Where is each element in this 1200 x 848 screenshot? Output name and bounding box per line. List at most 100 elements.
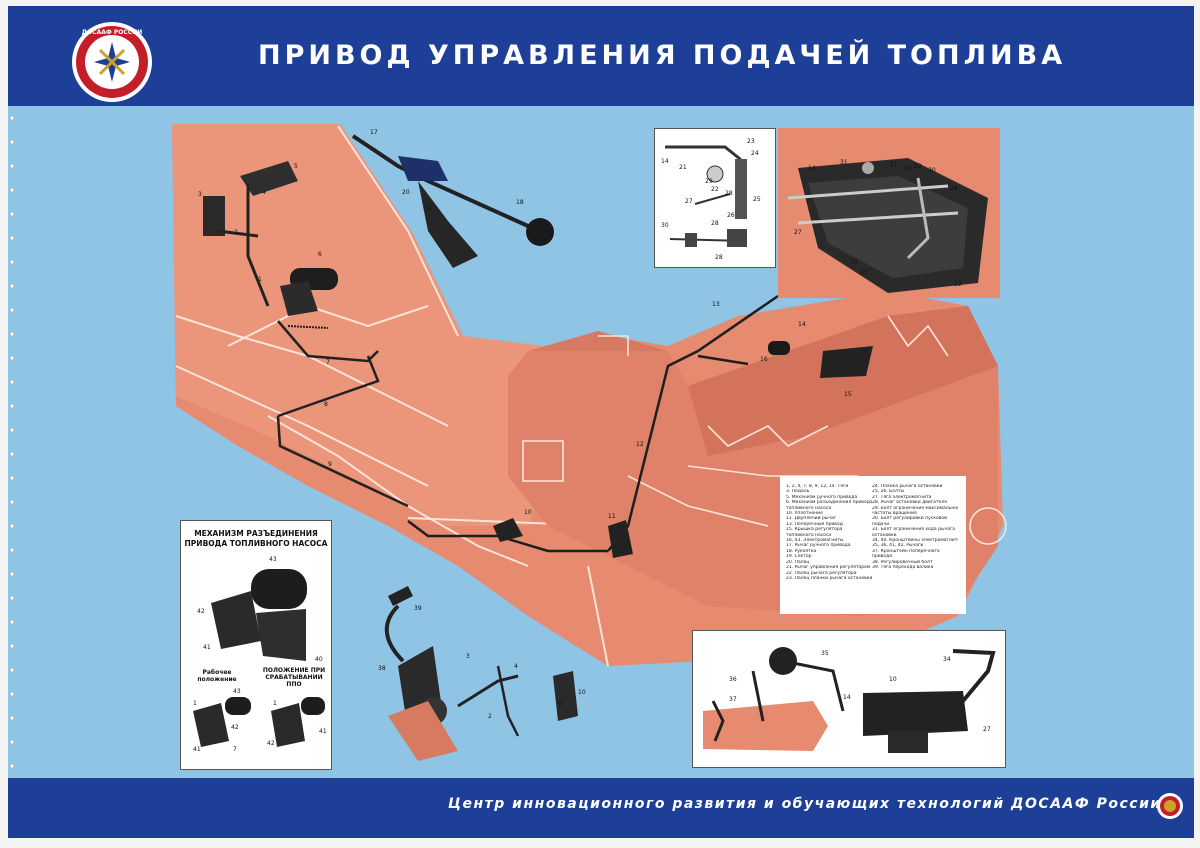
svg-text:14: 14 (808, 165, 816, 172)
svg-text:30: 30 (661, 222, 669, 229)
svg-text:24: 24 (751, 150, 759, 157)
svg-text:21: 21 (679, 164, 687, 171)
dosaaf-emblem-icon: ДОСААФ РОССИИ (72, 22, 152, 102)
svg-text:10: 10 (578, 689, 586, 696)
round-emblem-icon (1157, 793, 1183, 819)
electromagnet-6-icon (280, 268, 338, 316)
header-bar: ДОСААФ РОССИИ ПРИВОД УПРАВЛЕНИЯ ПОДАЧЕЙ … (8, 6, 1194, 106)
svg-text:32: 32 (954, 281, 962, 288)
legend-item: частоты вращения (872, 511, 917, 517)
legend-item: 15. Крышка регулятора (786, 527, 843, 533)
svg-text:15: 15 (850, 259, 858, 266)
svg-text:20: 20 (402, 189, 410, 196)
legend-item: 21. Рычаг управления регулятором (786, 565, 871, 571)
svg-text:9: 9 (328, 461, 332, 468)
legend-item: топливного насоса (786, 532, 832, 538)
svg-text:33: 33 (860, 269, 868, 276)
legend-item: 16, 43. Электромагниты (786, 538, 844, 544)
legend-item: 13. Поперечный привод (786, 521, 843, 527)
svg-text:29: 29 (904, 165, 912, 172)
logo-text: ДОСААФ РОССИИ (82, 29, 143, 36)
svg-text:42: 42 (267, 740, 275, 747)
svg-text:22: 22 (711, 186, 719, 193)
svg-text:18: 18 (516, 199, 524, 206)
svg-text:25: 25 (753, 196, 761, 203)
legend-item: топливного насоса (786, 505, 832, 511)
legend-item: 39. Тяга перехода валика (872, 565, 934, 571)
pedal-lever-assembly (203, 161, 409, 508)
legend-item: остановки (872, 532, 897, 538)
svg-text:24: 24 (950, 185, 958, 192)
svg-text:12: 12 (636, 441, 644, 448)
legend-item: 25, 26. Болты (872, 489, 905, 495)
legend-column-left: 1, 2, 4, 7, 8, 9, 12, 14. Тяги 3. Педаль… (786, 484, 872, 581)
svg-text:43: 43 (269, 556, 277, 563)
svg-text:28: 28 (725, 190, 733, 197)
legend-item: 6. Механизм разъединения привода (786, 500, 872, 506)
svg-text:17: 17 (370, 129, 378, 136)
legend-item: 5. Механизм ручного привода (786, 494, 858, 500)
legend-item: 17. Рычаг ручного привода (786, 543, 851, 549)
footer-bar: Центр инновационного развития и обучающи… (8, 778, 1194, 838)
svg-text:15: 15 (844, 391, 852, 398)
svg-text:10: 10 (524, 509, 532, 516)
legend-item: подачи (872, 521, 890, 527)
svg-text:14: 14 (798, 321, 806, 328)
legend-item: привода (872, 554, 892, 560)
svg-text:27: 27 (794, 229, 802, 236)
svg-text:9: 9 (558, 701, 562, 708)
svg-text:30: 30 (928, 167, 936, 174)
svg-text:40: 40 (315, 656, 323, 663)
parts-legend: 1, 2, 4, 7, 8, 9, 12, 14. Тяги 3. Педаль… (780, 476, 966, 614)
svg-text:31: 31 (840, 159, 848, 166)
legend-item: 30. Болт регулировки пусковой (872, 516, 948, 522)
rod-brackets (493, 341, 873, 558)
svg-text:41: 41 (319, 728, 327, 735)
footer-caption: Центр инновационного развития и обучающи… (448, 796, 1162, 812)
svg-text:3: 3 (198, 191, 202, 198)
svg-text:39: 39 (414, 605, 422, 612)
svg-text:8: 8 (324, 401, 328, 408)
spiral-binding (9, 115, 15, 769)
legend-item: 34, 40. Кронштейны электромагнитов (872, 538, 958, 544)
svg-text:1: 1 (193, 700, 197, 707)
svg-text:5: 5 (294, 163, 298, 170)
svg-text:27: 27 (685, 198, 693, 205)
svg-text:1: 1 (273, 700, 277, 707)
legend-item: 24. Планка рычага остановки (872, 484, 943, 489)
svg-text:4: 4 (262, 189, 266, 196)
legend-item: 1, 2, 4, 7, 8, 9, 12, 14. Тяги (786, 484, 849, 489)
svg-text:21: 21 (890, 161, 898, 168)
svg-text:29: 29 (705, 178, 713, 185)
legend-item: 20. Палец (786, 559, 810, 565)
svg-text:16: 16 (760, 356, 768, 363)
svg-text:42: 42 (231, 724, 239, 731)
svg-text:22: 22 (914, 163, 922, 170)
svg-text:26: 26 (727, 212, 735, 219)
legend-item: 10. Уплотнение (786, 511, 823, 517)
svg-text:34: 34 (943, 656, 951, 663)
legend-item: 19. Сектор (786, 554, 812, 560)
legend-column-right: 24. Планка рычага остановки 25, 26. Болт… (872, 484, 958, 571)
svg-text:2: 2 (234, 229, 238, 236)
svg-text:7: 7 (326, 359, 330, 366)
svg-text:41: 41 (193, 746, 201, 753)
svg-text:38: 38 (378, 665, 386, 672)
svg-text:6: 6 (318, 251, 322, 258)
svg-text:3: 3 (466, 653, 470, 660)
page-title: ПРИВОД УПРАВЛЕНИЯ ПОДАЧЕЙ ТОПЛИВА (258, 40, 1067, 71)
legend-item: 18. Рукоятка (786, 548, 817, 554)
legend-item: 11. Двуплечий рычаг (786, 516, 837, 522)
legend-item: 31. Болт ограничения хода рычага (872, 527, 956, 533)
svg-text:11: 11 (608, 513, 616, 520)
svg-text:37: 37 (729, 696, 737, 703)
svg-text:28: 28 (711, 220, 719, 227)
svg-text:13: 13 (712, 301, 720, 308)
inset-pump-disconnect: МЕХАНИЗМ РАЗЪЕДИНЕНИЯ ПРИВОДА ТОПЛИВНОГО… (180, 520, 332, 770)
svg-text:27: 27 (983, 726, 991, 733)
